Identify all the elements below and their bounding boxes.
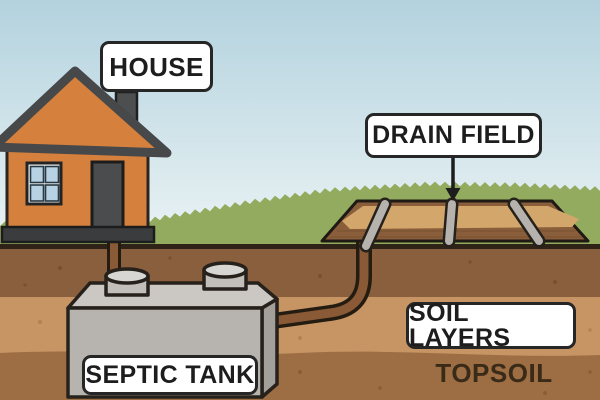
window (25, 161, 63, 206)
septic-tank-side-face (260, 297, 279, 399)
house-foundation (0, 225, 156, 244)
drain-field-pipes (359, 197, 546, 253)
house (0, 66, 172, 244)
septic-tank-riser-right (202, 261, 248, 291)
house-label: HOUSE (100, 41, 213, 92)
door (90, 160, 125, 230)
septic-tank-label: SEPTIC TANK (82, 355, 258, 395)
roof (0, 66, 172, 158)
septic-tank (66, 261, 279, 399)
soil-layers-label: SOIL LAYERS (406, 300, 576, 350)
topsoil-label: TOPSOIL (435, 358, 553, 388)
down-arrow-icon (445, 158, 461, 201)
drain-field-label: DRAIN FIELD (365, 113, 542, 158)
ground-surface-line (0, 244, 600, 250)
pipe-tank-to-drainfield (264, 242, 372, 330)
drain-field (320, 197, 590, 253)
septic-tank-riser-left (104, 267, 150, 297)
